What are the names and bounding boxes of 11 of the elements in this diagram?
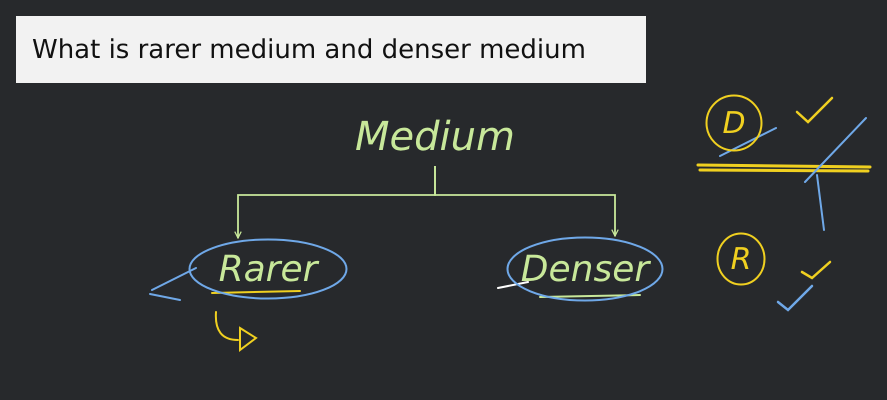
tree-arrow	[434, 166, 619, 237]
letter-circle	[716, 232, 766, 286]
handwritten-label: R	[730, 242, 752, 276]
circled-word	[188, 238, 348, 300]
circled-word	[506, 236, 664, 302]
handwritten-label: D	[722, 106, 746, 140]
handwritten-label: Medium	[355, 114, 515, 160]
letter-circle	[705, 94, 763, 152]
handwritten-label: Denser	[520, 248, 650, 290]
title-text: What is rarer medium and denser medium	[32, 34, 586, 64]
handwritten-label: Rarer	[218, 248, 318, 290]
